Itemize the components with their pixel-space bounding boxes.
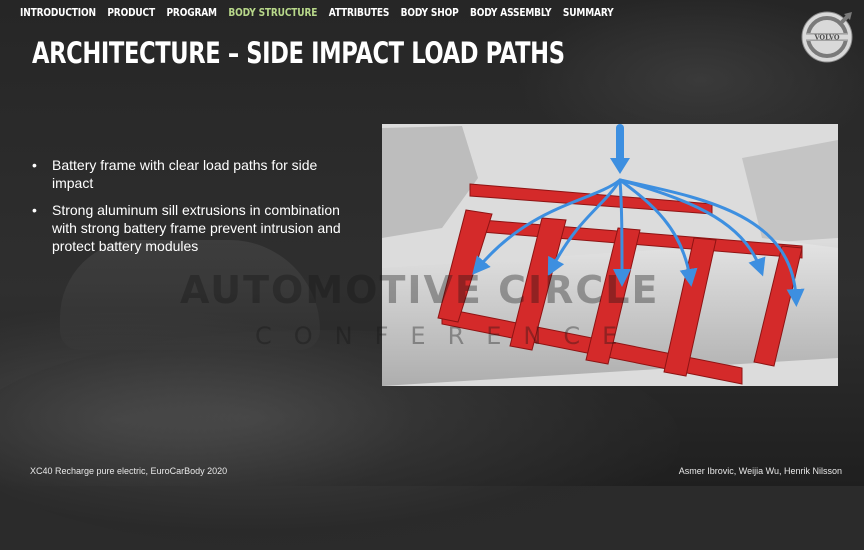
nav-item-program[interactable]: PROGRAM [166,6,217,19]
load-path-arrow [618,178,698,287]
bullet-item: • Battery frame with clear load paths fo… [30,156,350,192]
watermark-text: AUTOMOTIVE CIRCLE [180,268,660,312]
nav-item-body-assembly[interactable]: BODY ASSEMBLY [470,6,552,19]
bullet-text: Battery frame with clear load paths for … [52,157,318,191]
load-path-arrow [618,178,805,307]
nav-item-body-structure[interactable]: BODY STRUCTURE [228,6,318,19]
bullet-text: Strong aluminum sill extrusions in combi… [52,202,341,254]
impact-force-arrowhead [610,158,630,174]
battery-frame-member [585,227,641,365]
nav-item-introduction[interactable]: INTRODUCTION [20,6,96,19]
rear-wheelhouse [742,140,838,248]
battery-frame-member [437,209,493,323]
watermark-subtext: CONFERENCE [255,322,640,350]
volvo-iron-mark-icon: VOLVO [801,11,853,63]
battery-frame-member [753,245,803,367]
bullet-glyph: • [32,202,37,218]
front-wheelhouse [382,126,478,238]
top-navigation: INTRODUCTION PRODUCT PROGRAM BODY STRUCT… [20,6,625,19]
bullet-item: • Strong aluminum sill extrusions in com… [30,201,350,255]
battery-frame [437,183,803,385]
footer-authors: Asmer Ibrovic, Weijia Wu, Henrik Nilsson [678,466,842,476]
nav-item-body-shop[interactable]: BODY SHOP [400,6,459,19]
load-path-arrow [618,178,766,277]
slide-title: ARCHITECTURE – SIDE IMPACT LOAD PATHS [32,36,565,70]
battery-frame-member [663,237,717,377]
footer-caption: XC40 Recharge pure electric, EuroCarBody… [30,466,228,476]
load-path-arrow [612,178,631,287]
bullet-list: • Battery frame with clear load paths fo… [30,156,350,264]
load-path-arrow [547,178,622,276]
load-path-arrows [472,124,805,307]
nav-item-summary[interactable]: SUMMARY [562,6,614,19]
battery-frame-load-path-diagram [382,124,838,386]
bullet-glyph: • [32,157,37,173]
nav-item-product[interactable]: PRODUCT [107,6,156,19]
nav-item-attributes[interactable]: ATTRIBUTES [328,6,390,19]
logo-wordmark: VOLVO [814,34,840,42]
battery-frame-member [509,217,567,351]
load-path-arrow [472,178,622,275]
background-car-silhouette [60,240,320,350]
